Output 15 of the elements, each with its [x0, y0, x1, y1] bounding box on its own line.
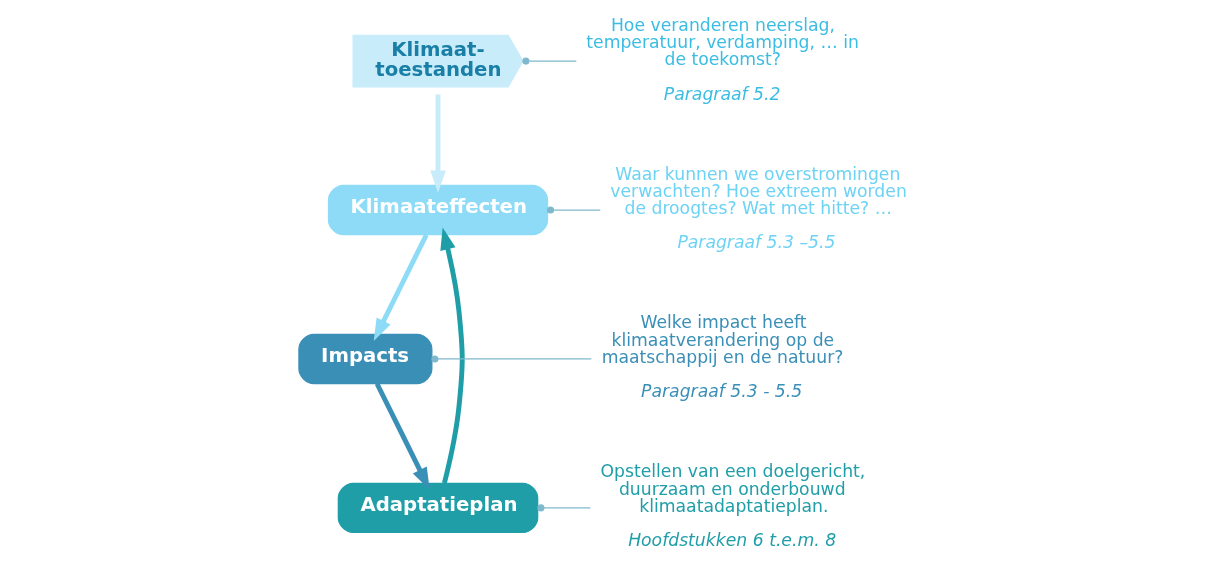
node-box: Impacts [298, 333, 433, 385]
node-text: Waar kunnen we overstromingen verwachten? Hoe extreem worden de droogtes? Wat met hitte? … Paragraaf 5.3 –5.5 [610, 163, 907, 253]
connector [522, 57, 577, 65]
node-box: Adaptatieplan [337, 482, 539, 534]
arrow [374, 382, 430, 490]
connector [537, 504, 591, 512]
node-text: Opstellen van een doelgericht, duurzaam en onderbouwd klimaatadaptatieplan. Hoofdstukken 6 t.e.m. 8 [600, 461, 866, 551]
arrow [373, 233, 429, 341]
node-text: Hoe veranderen neerslag, temperatuur, verdamping, … in de toekomst? Paragraaf 5.2 [586, 14, 859, 104]
arrow [440, 227, 465, 484]
connector [431, 355, 592, 363]
node-box: Klimaateffecten [327, 184, 549, 236]
node-text: Welke impact heeft klimaatverandering op de maatschappij en de natuur? Paragraaf 5.3 - 5.5 [601, 312, 844, 402]
connector [546, 206, 601, 214]
arrow [430, 94, 446, 193]
